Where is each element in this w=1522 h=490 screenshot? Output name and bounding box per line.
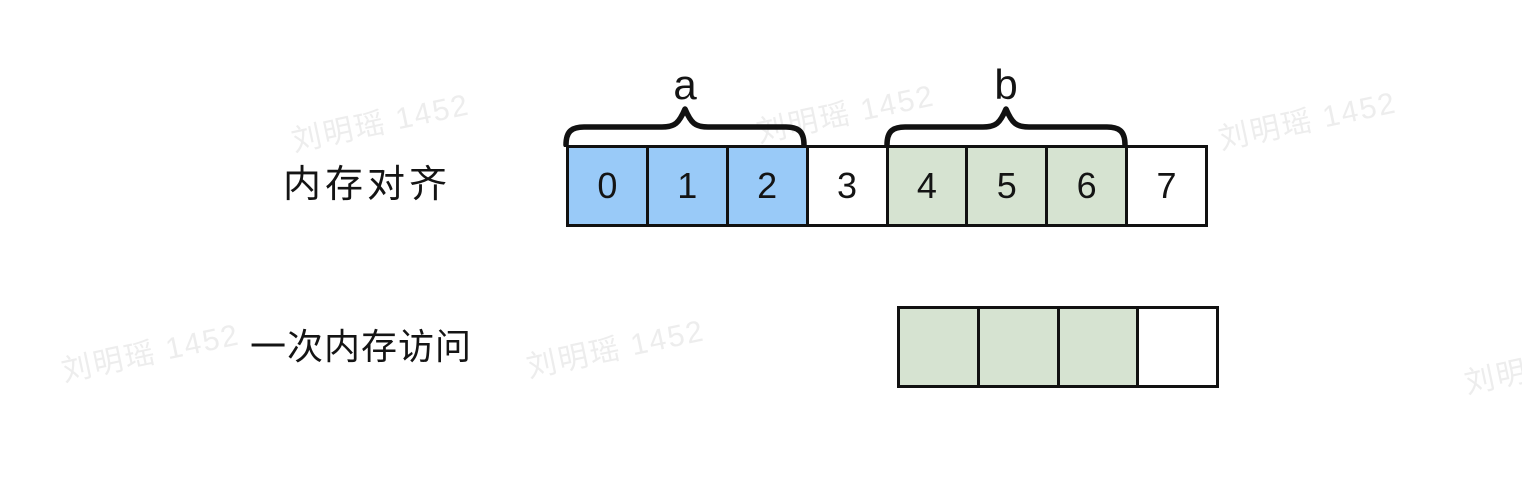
memory-cell: 4: [888, 148, 969, 224]
memory-access-label: 一次内存访问: [250, 326, 473, 367]
memory-access-row: [897, 306, 1219, 388]
memory-cell: 6: [1048, 148, 1129, 224]
memory-cell: [900, 309, 980, 385]
brace-a-icon: [563, 106, 807, 147]
memory-cell: 7: [1128, 148, 1205, 224]
brace-b-icon: [884, 106, 1128, 147]
memory-alignment-label: 内存对齐: [283, 164, 452, 206]
watermark-text: 刘明瑶 1452: [1215, 86, 1400, 157]
field-a-label: a: [673, 61, 697, 108]
field-b-label: b: [994, 61, 1018, 108]
memory-cell: [979, 309, 1060, 385]
memory-cell: [1139, 309, 1216, 385]
memory-cell: 2: [728, 148, 809, 224]
memory-cell: 1: [648, 148, 729, 224]
watermark-text: 刘明瑶 1452: [1461, 330, 1522, 401]
watermark-text: 刘明瑶 1452: [523, 314, 708, 385]
memory-cell: 3: [808, 148, 889, 224]
memory-cell: [1059, 309, 1140, 385]
memory-cell: 0: [569, 148, 649, 224]
watermark-text: 刘明瑶 1452: [58, 318, 243, 389]
watermark-text: 刘明瑶 1452: [288, 88, 473, 159]
memory-cell: 5: [968, 148, 1049, 224]
